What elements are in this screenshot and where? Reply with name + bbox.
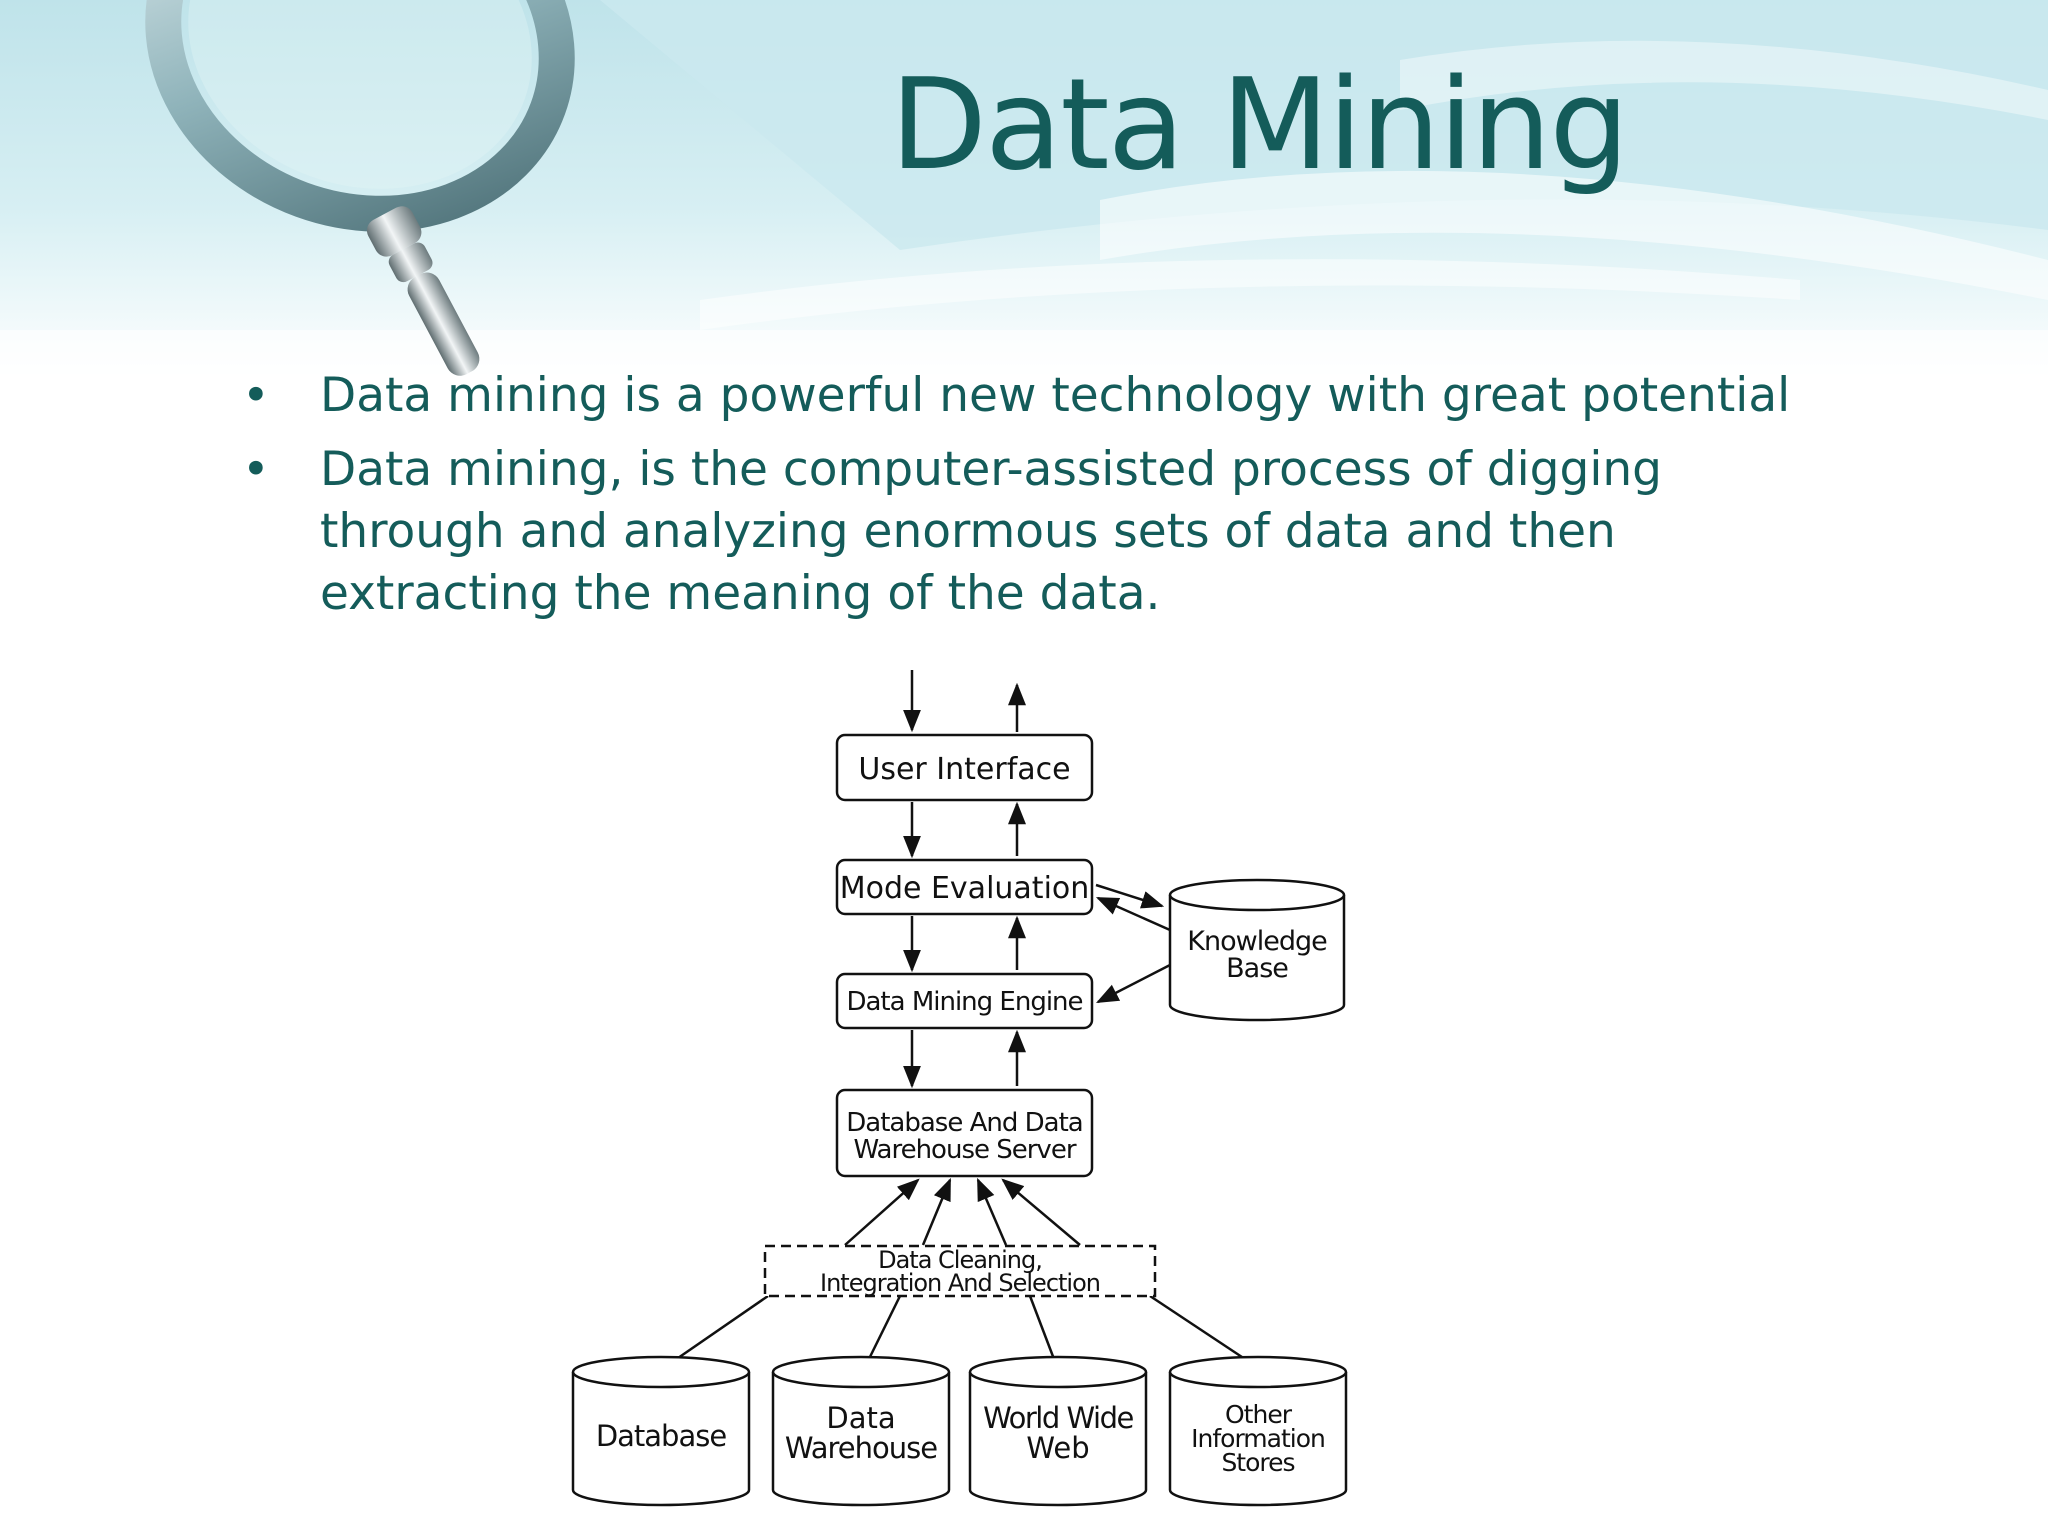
mode-evaluation-label: Mode Evaluation bbox=[840, 871, 1090, 906]
up-arrow bbox=[1001, 1178, 1081, 1246]
bullet-list: • Data mining is a powerful new technolo… bbox=[232, 365, 1852, 637]
bullet-item: • Data mining, is the computer-assisted … bbox=[232, 439, 1852, 625]
magnifying-glass-icon bbox=[145, 0, 575, 376]
knowledge-base-label: Knowledge bbox=[1187, 926, 1327, 957]
knowledge-base-cylinder bbox=[1168, 878, 1346, 1022]
other-information-stores-label: Other bbox=[1225, 1400, 1293, 1429]
warehouse-server-label: Warehouse Server bbox=[853, 1135, 1076, 1165]
bullet-text: Data mining is a powerful new technology… bbox=[320, 368, 1791, 423]
database-cylinder bbox=[571, 1355, 751, 1507]
warehouse-server-label: Database And Data bbox=[846, 1108, 1082, 1138]
up-arrow bbox=[921, 1177, 952, 1246]
bullet-icon: • bbox=[242, 442, 270, 497]
data-warehouse-label: Data bbox=[826, 1401, 895, 1435]
data-cleaning-label: Integration And Selection bbox=[820, 1269, 1100, 1297]
data-mining-architecture-diagram: User Interface Mode Evaluation Data Mini… bbox=[571, 670, 1348, 1507]
source-link bbox=[863, 1295, 902, 1368]
world-wide-web-label: Web bbox=[1026, 1431, 1089, 1465]
source-link bbox=[1149, 1294, 1258, 1369]
kb-arrow bbox=[1095, 896, 1171, 932]
kb-arrow bbox=[1095, 963, 1171, 1004]
other-information-stores-cylinder bbox=[1168, 1355, 1348, 1507]
data-mining-engine-box bbox=[835, 972, 1094, 1030]
data-cleaning-box bbox=[763, 1244, 1157, 1298]
mode-evaluation-box bbox=[835, 858, 1094, 916]
bullet-item: • Data mining is a powerful new technolo… bbox=[232, 365, 1852, 427]
database-label: Database bbox=[596, 1419, 727, 1453]
up-arrow bbox=[844, 1178, 920, 1246]
bullet-icon: • bbox=[242, 368, 270, 423]
data-warehouse-label: Warehouse bbox=[785, 1431, 937, 1465]
world-wide-web-label: World Wide bbox=[983, 1401, 1133, 1435]
other-information-stores-label: Information bbox=[1191, 1424, 1325, 1453]
kb-arrow bbox=[1095, 883, 1165, 909]
slide-title: Data Mining bbox=[890, 51, 1629, 198]
user-interface-label: User Interface bbox=[858, 752, 1070, 787]
user-interface-box bbox=[835, 733, 1094, 802]
world-wide-web-cylinder bbox=[968, 1355, 1148, 1507]
data-cleaning-label: Data Cleaning, bbox=[878, 1246, 1042, 1274]
data-warehouse-cylinder bbox=[771, 1355, 951, 1507]
source-link bbox=[664, 1294, 769, 1369]
bullet-text: Data mining, is the computer-assisted pr… bbox=[320, 442, 1663, 621]
data-mining-engine-label: Data Mining Engine bbox=[846, 987, 1082, 1017]
other-information-stores-label: Stores bbox=[1221, 1448, 1294, 1477]
up-arrow bbox=[976, 1177, 1008, 1246]
knowledge-base-label: Base bbox=[1226, 953, 1288, 984]
source-link bbox=[1028, 1295, 1059, 1368]
warehouse-server-box bbox=[835, 1088, 1094, 1178]
